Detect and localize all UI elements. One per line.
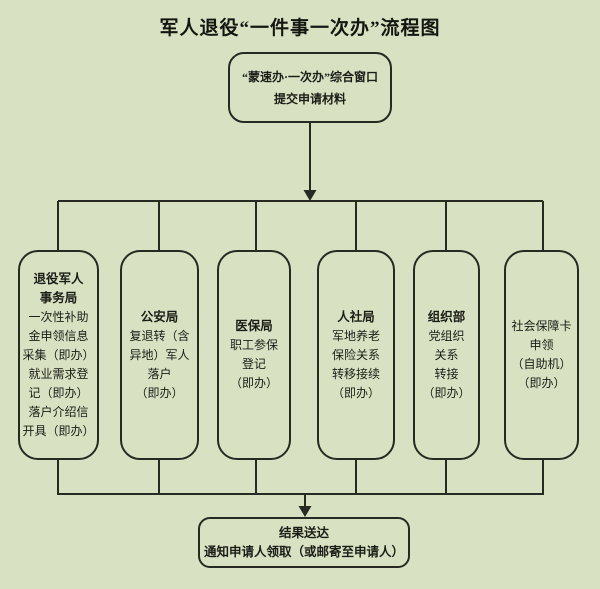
dept-item-line: 记（即办） <box>28 385 89 400</box>
dept-item-line: 一次性补助 <box>28 309 89 324</box>
dept-box-medical-insurance-bureau: 医保局 职工参保 登记 （即办） <box>217 250 291 460</box>
dept-header-line: 公安局 <box>140 309 179 324</box>
dept-item-line: 采集（即办） <box>22 347 95 362</box>
entry-box-line: 提交申请材料 <box>273 91 346 106</box>
dept-header-line: 组织部 <box>427 309 466 324</box>
dept-box-human-resources-bureau: 人社局 军地养老 保险关系 转移接续 （即办） <box>317 250 395 460</box>
dept-header-line: 事务局 <box>39 290 78 305</box>
entry-box: “蒙速办·一次办”综合窗口 提交申请材料 <box>228 52 392 123</box>
result-box: 结果送达 通知申请人领取（或邮寄至申请人） <box>198 517 410 568</box>
dept-box-public-security-bureau: 公安局 复退转（含 异地）军人 落户 （即办） <box>120 250 199 460</box>
page-title: 军人退役“一件事一次办”流程图 <box>159 18 441 39</box>
dept-item-line: （即办） <box>422 385 471 400</box>
dept-item-line: 职工参保 <box>229 338 278 352</box>
dept-item-line: 军地养老 <box>331 328 380 343</box>
dept-header-line: 退役军人 <box>33 271 84 286</box>
dept-box-social-security-card: 社会保障卡 申领 （自助机） （即办） <box>504 250 579 460</box>
dept-item-line: 保险关系 <box>331 347 380 362</box>
dept-item-line: （即办） <box>229 376 278 390</box>
dept-item-line: 异地）军人 <box>129 347 190 362</box>
result-box-line: 通知申请人领取（或邮寄至申请人） <box>203 544 404 559</box>
dept-item-line: 开具（即办） <box>22 423 95 438</box>
dept-item-line: （自助机） <box>511 357 572 371</box>
dept-box-veterans-affairs-bureau: 退役军人 事务局 一次性补助 金申领信息 采集（即办） 就业需求登 记（即办） … <box>18 250 99 460</box>
dept-header-line: 医保局 <box>235 319 273 333</box>
entry-box-line: “蒙速办·一次办”综合窗口 <box>241 69 378 84</box>
arrowhead-group <box>298 190 317 517</box>
dept-item-line: 社会保障卡 <box>511 319 572 333</box>
dept-item-line: （即办） <box>331 385 380 400</box>
dept-item-line: （即办） <box>517 376 566 390</box>
dept-item-line: 申领 <box>529 338 554 352</box>
arrowhead-entry-icon <box>303 190 317 201</box>
dept-box-organization-department: 组织部 党组织 关系 转接 （即办） <box>413 250 480 460</box>
dept-item-line: 党组织 <box>428 328 465 343</box>
arrowhead-result-icon <box>298 506 312 517</box>
dept-item-line: 转接 <box>434 366 459 381</box>
dept-item-line: 复退转（含 <box>129 328 190 343</box>
dept-item-line: 落户 <box>147 366 172 381</box>
dept-item-line: 关系 <box>434 347 459 362</box>
dept-item-line: 落户介绍信 <box>28 404 89 419</box>
dept-item-line: （即办） <box>135 385 184 400</box>
dept-item-line: 登记 <box>241 357 266 371</box>
dept-header-line: 人社局 <box>337 309 375 324</box>
dept-item-line: 转移接续 <box>331 366 380 381</box>
dept-item-line: 金申领信息 <box>28 328 89 343</box>
dept-item-line: 就业需求登 <box>28 366 89 381</box>
result-box-line: 结果送达 <box>278 525 329 540</box>
